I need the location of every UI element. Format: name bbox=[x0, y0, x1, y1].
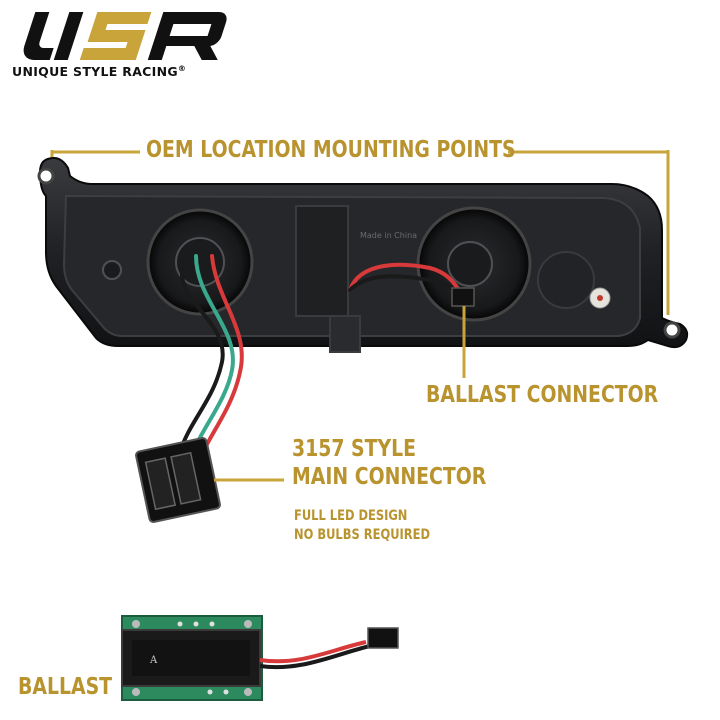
mounting-points-label: OEM LOCATION MOUNTING POINTS bbox=[146, 137, 516, 163]
main-connector-label-line1: 3157 STYLE bbox=[292, 436, 417, 462]
feature-text-line1: FULL LED DESIGN bbox=[294, 508, 408, 524]
brand-name: UNIQUE STYLE RACING® bbox=[12, 64, 186, 79]
ballast-connector-label: BALLAST CONNECTOR bbox=[426, 382, 659, 408]
ballast-module bbox=[121, 615, 399, 701]
ballast-connector-plug bbox=[451, 287, 475, 307]
housing-marking: Made in China bbox=[360, 231, 417, 240]
brand-name-text: UNIQUE STYLE RACING bbox=[12, 64, 178, 80]
wiring-harness bbox=[178, 254, 462, 462]
main-connector-label-line2: MAIN CONNECTOR bbox=[292, 464, 487, 490]
ballast-marking: A bbox=[149, 655, 158, 666]
feature-text-line2: NO BULBS REQUIRED bbox=[294, 527, 431, 543]
ballast-label: BALLAST bbox=[18, 674, 113, 700]
tail-light-housing bbox=[37, 156, 689, 353]
usr-logo-icon bbox=[23, 12, 227, 60]
main-connector-plug bbox=[135, 437, 221, 523]
registered-mark: ® bbox=[177, 64, 187, 73]
